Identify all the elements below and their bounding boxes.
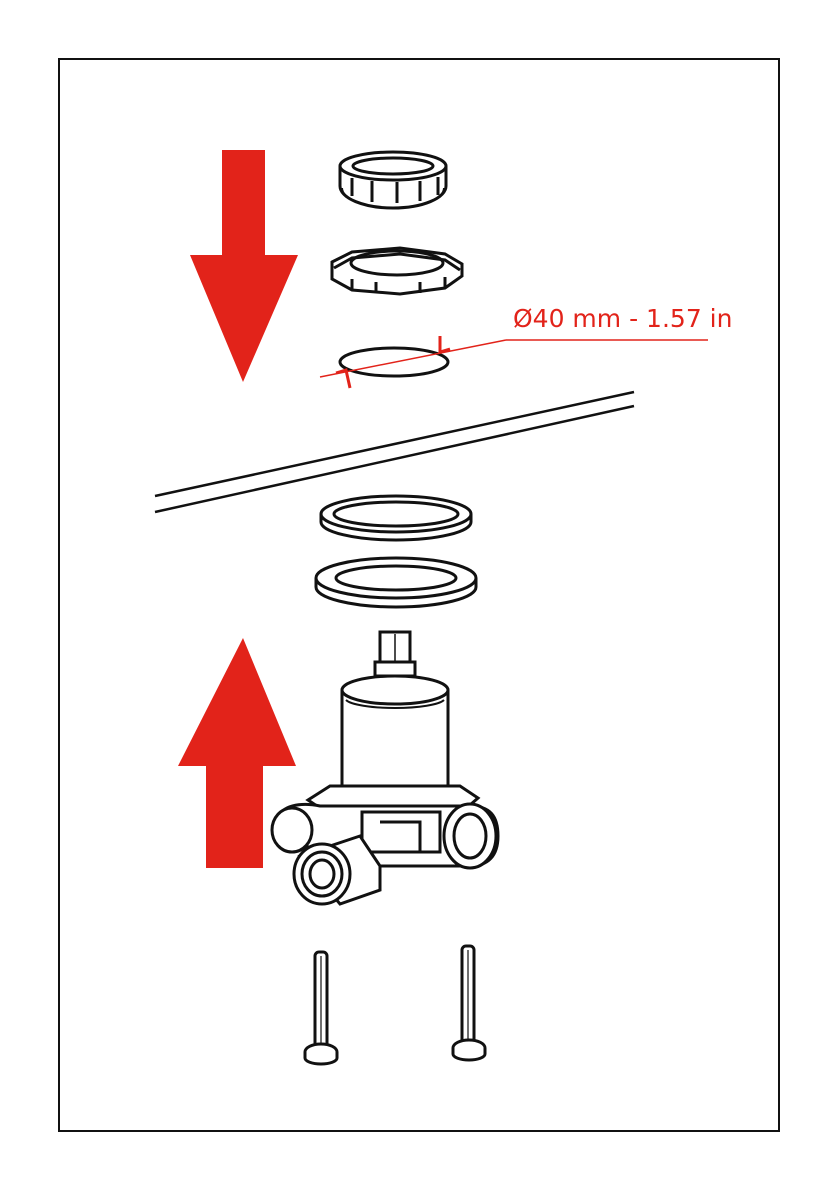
down-arrow-icon [190,150,298,382]
ring-nut-icon [340,152,446,208]
gasket-icon [321,496,471,540]
washer-icon [316,558,476,607]
dimension-label: Ø40 mm - 1.57 in [513,304,732,333]
mounting-screw-left-icon [305,952,337,1064]
mounting-screw-right-icon [453,946,485,1060]
lock-nut-icon [332,248,462,294]
countertop [155,392,634,512]
valve-body-icon [272,632,498,904]
dimension-annotation [320,336,708,388]
